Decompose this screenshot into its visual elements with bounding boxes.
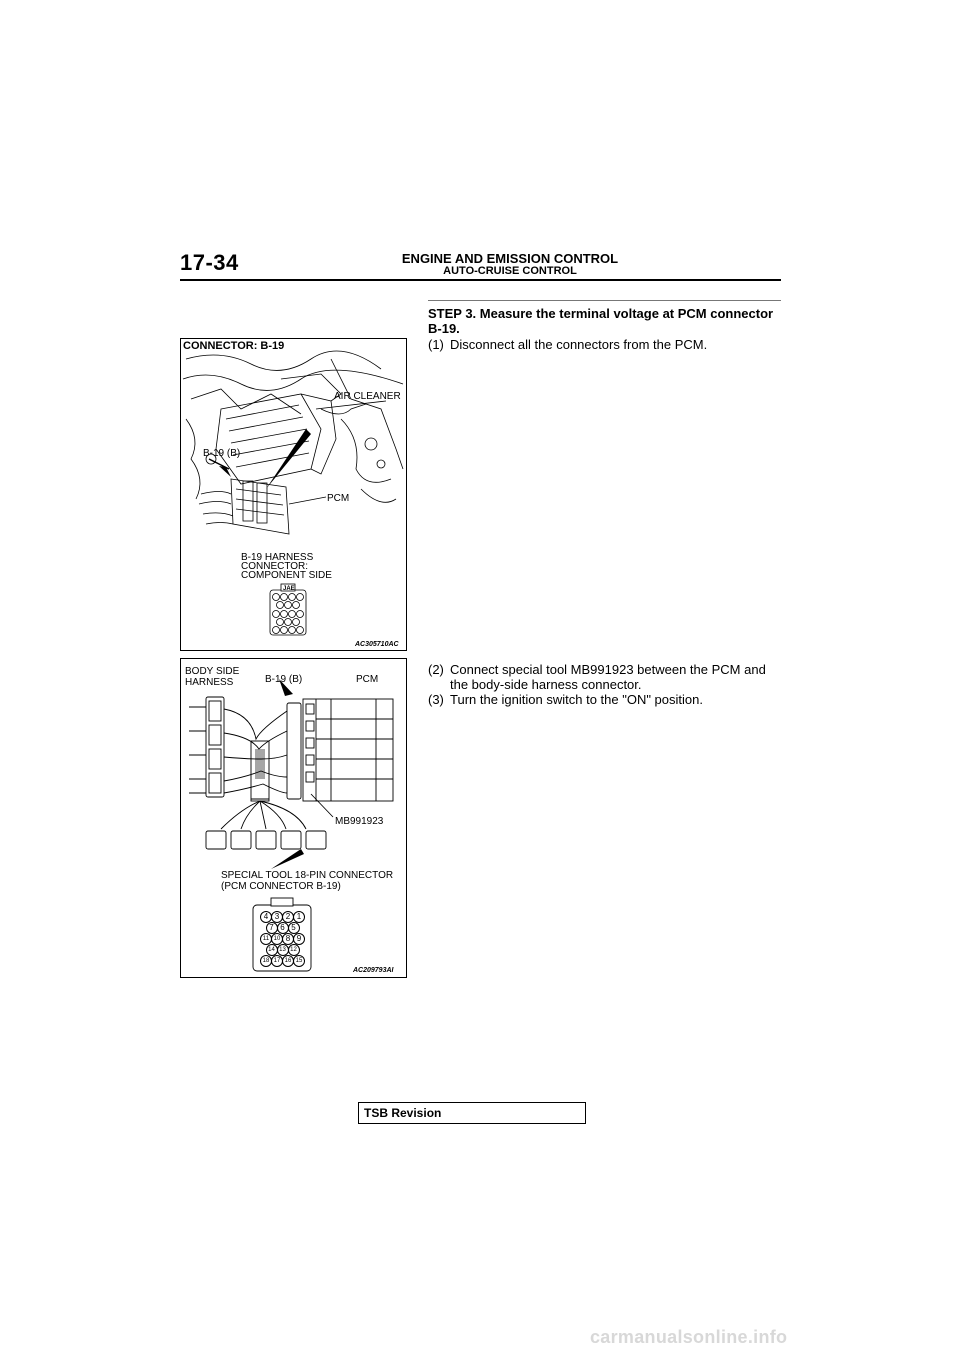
instruction-text: Turn the ignition switch to the "ON" pos… [450,692,703,707]
b19-label: B-19 (B) [265,674,303,685]
figure-special-tool-connection: BODY SIDE HARNESS B-19 (B) PCM MB991923 … [180,658,407,978]
pin-9: 9 [293,933,305,945]
instruction-number: (3) [428,692,444,707]
pin-12: 12 [287,944,300,956]
instruction-2: (2) Connect special tool MB991923 betwee… [428,662,784,692]
pcm-label: PCM [356,674,379,685]
pin-6: 6 [276,922,289,934]
subsection-title: AUTO-CRUISE CONTROL [443,265,577,277]
special-tool-label-line2: (PCM CONNECTOR B-19) [221,881,341,892]
instruction-3: (3) Turn the ignition switch to the "ON"… [428,692,784,707]
pin-2: 2 [282,911,294,923]
instruction-number: (1) [428,337,444,352]
pcm-label: PCM [327,493,350,504]
step-rule [428,300,781,301]
figure-code: AC305710AC [355,641,399,648]
footer-watermark: carmanualsonline.info [590,1327,788,1347]
harness-label-line2: CONNECTOR: [241,561,309,572]
figure-connector-location: CONNECTOR: B-19 AIR CLEANER B-19 (B) PCM… [180,338,407,651]
section-title: ENGINE AND EMISSION CONTROL [401,251,619,266]
harness-label-line1: B-19 HARNESS [241,552,314,563]
pin-5: 5 [287,922,300,934]
connector-label: CONNECTOR: B-19 [183,340,285,352]
step-title: STEP 3. Measure the terminal voltage at … [428,306,774,336]
air-cleaner-label: AIR CLEANER [334,391,401,402]
body-side-label-line2: HARNESS [185,677,234,688]
instruction-text: Disconnect all the connectors from the P… [450,337,708,352]
body-side-label-line1: BODY SIDE [185,666,240,677]
figure-code: AC209793AI [353,967,394,974]
header-rule [180,279,781,281]
harness-label-line3: COMPONENT SIDE [241,570,332,581]
pin-1: 1 [293,911,305,923]
special-tool-label-line1: SPECIAL TOOL 18-PIN CONNECTOR [221,870,394,881]
tool-label: MB991923 [335,816,384,827]
page-number: 17-34 [180,250,239,275]
instruction-text: Connect special tool MB991923 between th… [450,662,766,692]
jae-label: JAE [283,586,295,592]
engine-bay-illustration [182,350,404,636]
instruction-number: (2) [428,662,444,677]
tsb-revision-label: TSB Revision [364,1106,442,1120]
tsb-revision-box: TSB Revision [358,1102,586,1124]
pin-15: 15 [293,955,305,967]
instruction-1: (1) Disconnect all the connectors from t… [428,337,784,352]
b19-label: B-19 (B) [203,448,241,459]
